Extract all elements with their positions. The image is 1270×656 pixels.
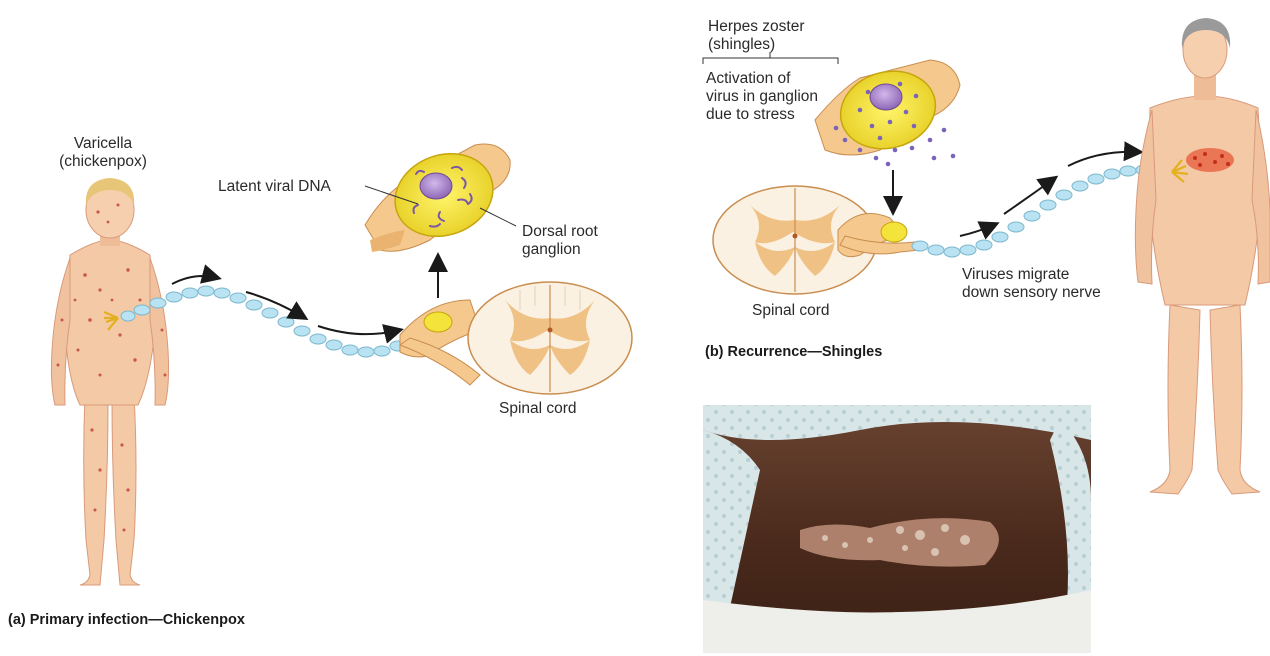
recurrence-caption: (b) Recurrence—Shingles	[705, 344, 882, 360]
spinal-cord-right	[713, 186, 920, 294]
child-figure	[51, 178, 168, 585]
activation-label: Activation of virus in ganglion due to s…	[706, 70, 818, 124]
dorsal-root-ganglion-label: Dorsal root ganglion	[522, 223, 598, 259]
adult-figure	[1135, 18, 1270, 494]
viruses-migrate-label: Viruses migrate down sensory nerve	[962, 266, 1101, 302]
spinal-cord-left-label: Spinal cord	[499, 400, 577, 418]
shingles-photo	[703, 405, 1091, 653]
spinal-cord-left	[400, 282, 632, 394]
spinal-cord-right-label: Spinal cord	[752, 302, 830, 320]
ganglion-inset-right	[815, 60, 960, 166]
herpes-zoster-label: Herpes zoster (shingles)	[708, 18, 804, 54]
ganglion-inset-left	[365, 140, 510, 252]
varicella-label: Varicella (chickenpox)	[47, 135, 159, 171]
migration-arrows-right	[960, 152, 1140, 236]
nerve-right	[912, 165, 1168, 257]
primary-infection-caption: (a) Primary infection—Chickenpox	[8, 612, 245, 628]
latent-viral-dna-label: Latent viral DNA	[218, 178, 331, 196]
